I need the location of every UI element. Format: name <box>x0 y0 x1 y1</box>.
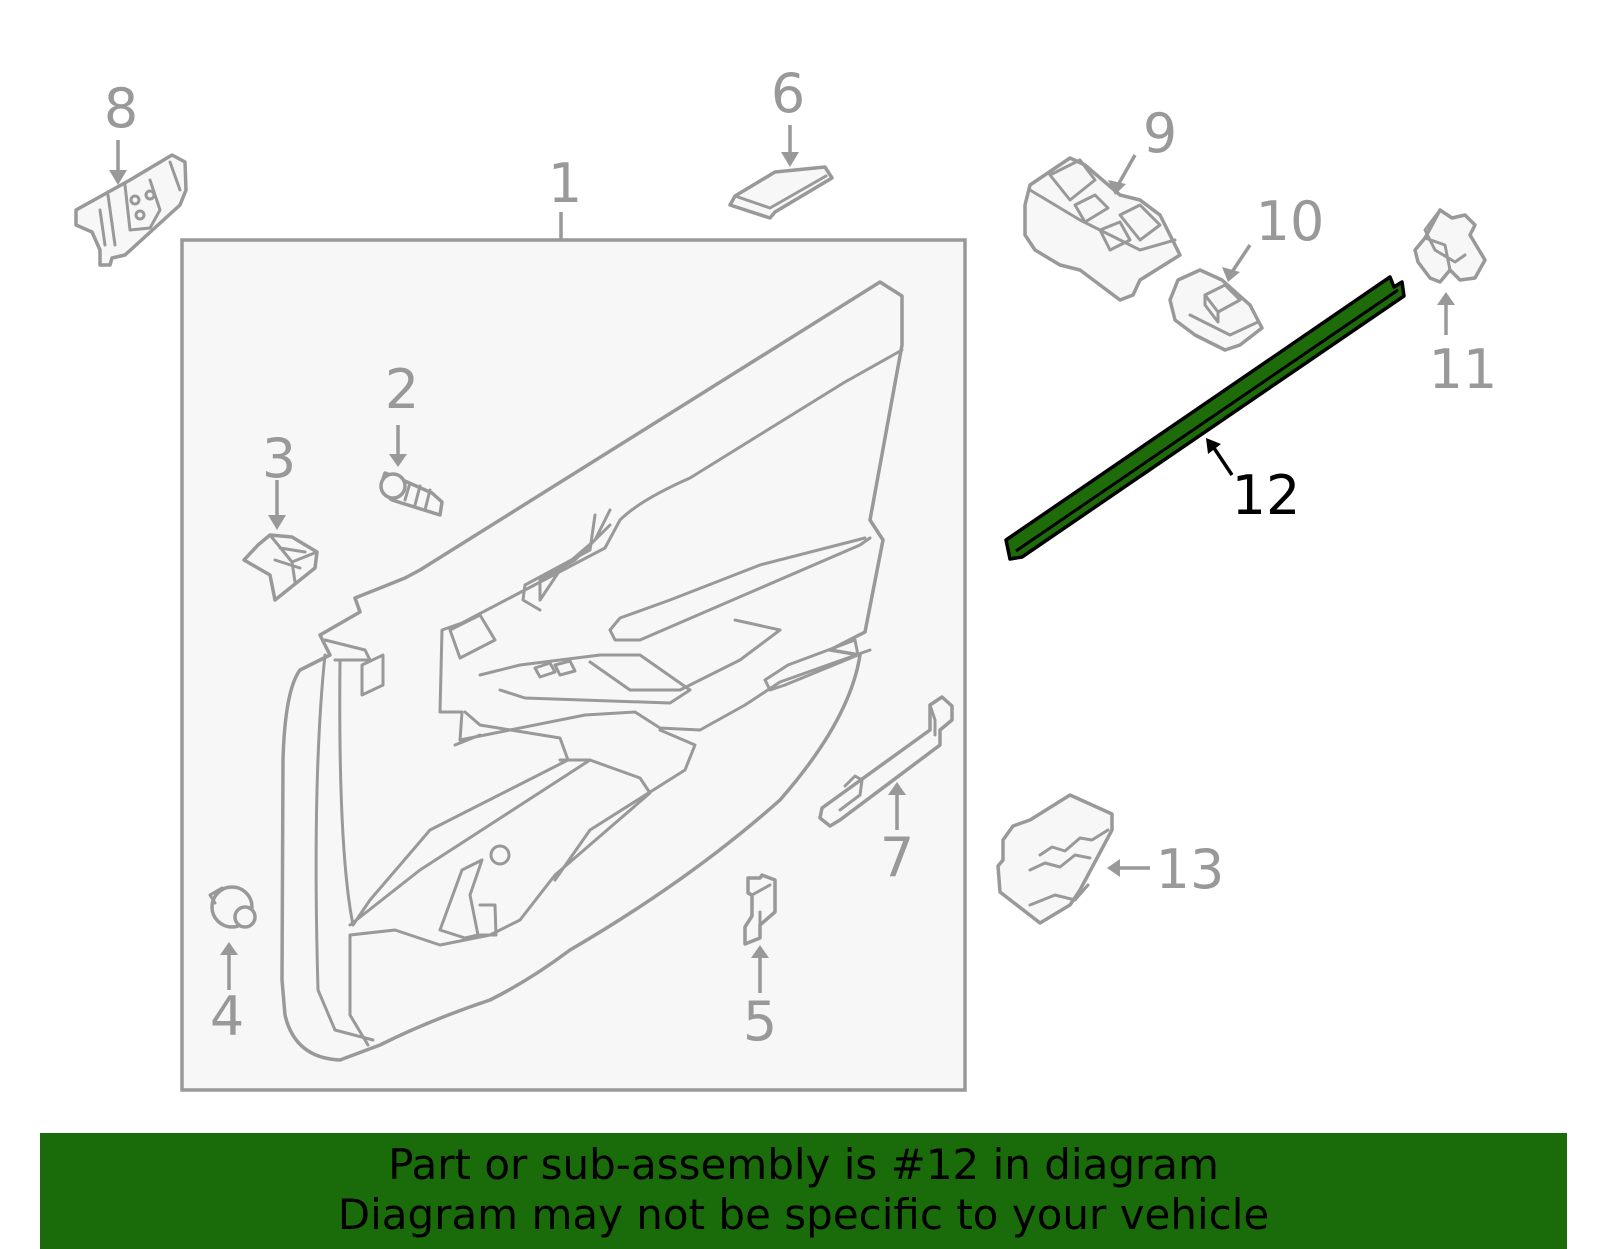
banner-disclaimer-text: Diagram may not be specific to your vehi… <box>337 1190 1270 1239</box>
parts-diagram: 1 2 3 4 5 6 7 8 9 10 11 12 13 <box>74 62 1498 1092</box>
callout-2: 2 <box>385 358 419 421</box>
part-3-clip <box>242 480 319 602</box>
part-notice-banner: Part or sub-assembly is #12 in diagram D… <box>40 1133 1567 1249</box>
callout-3: 3 <box>262 427 296 490</box>
callout-labels: 1 2 3 4 5 6 7 8 9 10 11 12 13 <box>104 62 1498 1053</box>
banner-part-number-text: Part or sub-assembly is #12 in diagram <box>388 1140 1219 1189</box>
part-2-screw <box>379 425 444 517</box>
callout-7: 7 <box>880 826 914 889</box>
callout-9: 9 <box>1143 102 1177 165</box>
callout-6: 6 <box>771 62 805 125</box>
part-6-pad <box>728 125 834 220</box>
callout-1: 1 <box>548 152 582 215</box>
part-11-module <box>1413 208 1487 335</box>
part-5-bracket <box>743 873 777 993</box>
part-13-speaker-grille <box>996 793 1150 925</box>
callout-5: 5 <box>743 990 777 1053</box>
callout-10: 10 <box>1256 190 1325 253</box>
part-4-grommet <box>208 885 257 990</box>
part-10-switch <box>1168 244 1264 352</box>
callout-4: 4 <box>210 985 244 1048</box>
part-7-trim-strip <box>818 695 954 830</box>
callout-11: 11 <box>1429 338 1498 401</box>
part-1-door-trim-panel <box>180 212 967 1092</box>
callout-8: 8 <box>104 77 138 140</box>
part-12-molding-highlighted <box>1004 275 1406 561</box>
part-9-window-switch <box>1023 154 1182 302</box>
part-8-door-latch <box>74 140 188 267</box>
callout-13: 13 <box>1156 838 1225 901</box>
callout-12-highlighted: 12 <box>1232 464 1301 527</box>
